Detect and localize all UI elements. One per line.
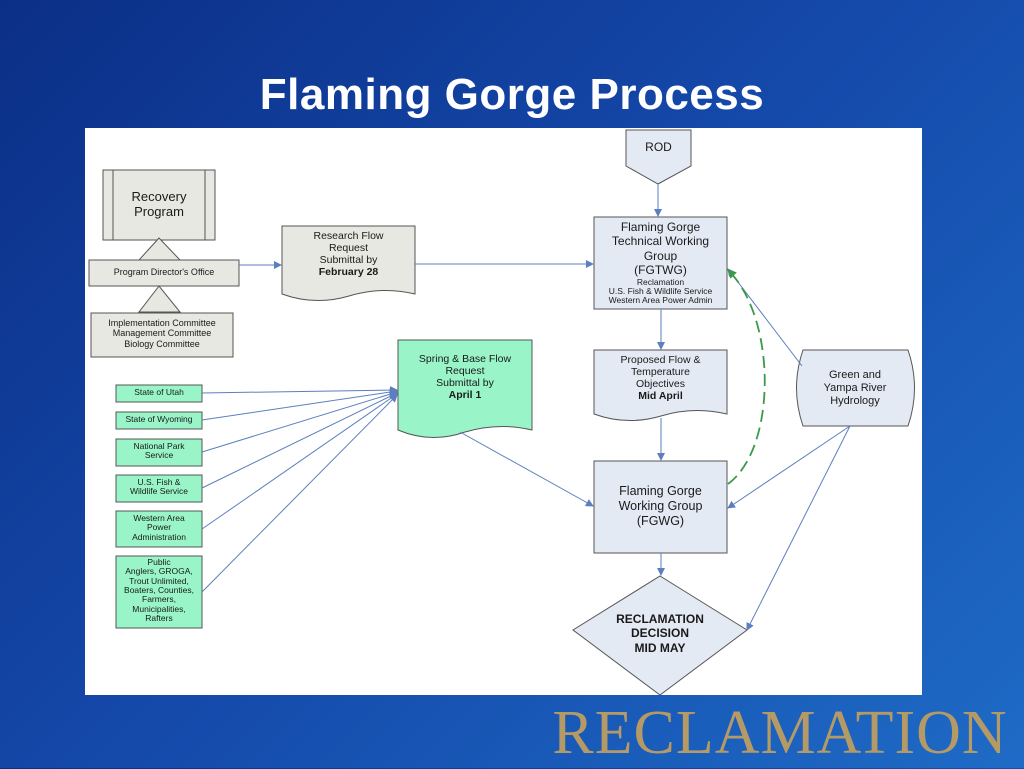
stakeholder-box [115, 411, 203, 430]
research-flow-label: Research Flow Request Submittal by Febru… [282, 230, 415, 278]
text-line: Submittal by [319, 254, 378, 267]
text-line: Objectives [635, 378, 686, 391]
stakeholder-label: State of Utah [134, 387, 184, 397]
text-line: DECISION [630, 626, 689, 641]
text-line: (FGWG) [636, 514, 685, 528]
text-line: Group [643, 248, 678, 263]
stakeholder-box [115, 555, 203, 629]
committees-box [90, 312, 234, 358]
feedback-dashed-arrow [727, 269, 766, 485]
text-line: Anglers, GROGA, [125, 566, 193, 577]
stakeholder-label: State of Wyoming [125, 414, 193, 424]
flowchart-shapes [88, 129, 915, 695]
slide-title: Flaming Gorge Process [259, 70, 765, 119]
text-line: Submittal by [436, 377, 494, 390]
spring-base-flow-label: Spring & Base Flow Request Submittal by … [398, 353, 532, 401]
fgtwg-member: Western Area Power Admin [608, 295, 713, 306]
text-line: Wildlife Service [129, 486, 189, 497]
text-line: Rafters [145, 613, 173, 624]
stakeholder-label: National Park Service [116, 441, 202, 461]
stakeholder-label: U.S. Fish & Wildlife Service [116, 477, 202, 497]
text-line: National Park [133, 441, 185, 451]
proposed-flow-date: Mid April [638, 390, 683, 403]
hydrology-shape [796, 349, 915, 427]
committee-label: Management Committee [112, 328, 212, 339]
text-line: Green and [829, 369, 881, 381]
decision-label: RECLAMATION DECISION MID MAY [590, 612, 730, 655]
flowchart-diagram: Recovery Program Program Director's Offi… [85, 128, 922, 695]
text-line: Power [146, 522, 172, 533]
research-flow-date: February 28 [318, 266, 379, 279]
committee-label: Implementation Committee [108, 318, 216, 328]
connector-triangle [137, 285, 182, 313]
text-line: Temperature [631, 366, 690, 379]
text-line: Spring & Base Flow [418, 353, 512, 365]
text-line: Municipalities, [132, 603, 186, 614]
fgwg-label: Flaming Gorge Working Group (FGWG) [594, 484, 727, 529]
text-line: U.S. Fish & [137, 477, 181, 487]
text-line: Research Flow [313, 230, 384, 242]
committees-list: Implementation Committee Management Comm… [91, 318, 233, 349]
text-line: Western Area [133, 513, 185, 523]
text-line: MID MAY [634, 640, 686, 655]
stakeholder-box [115, 474, 203, 503]
fgtwg-member: U.S. Fish & Wildlife Service [608, 285, 713, 296]
fgwg-box [593, 460, 728, 554]
text-line: Boaters, Counties, [124, 585, 194, 596]
program-directors-office-box [88, 259, 240, 287]
recovery-program-box [102, 169, 216, 241]
fgtwg-label: Flaming Gorge Technical Working Group (F… [594, 220, 727, 306]
stakeholder-label: Western Area Power Administration [116, 513, 202, 542]
text-line: Flaming Gorge [620, 220, 701, 234]
text-line: Service [144, 450, 174, 461]
committee-label: Biology Committee [124, 338, 200, 349]
spring-base-flow-date: April 1 [448, 389, 482, 402]
connector-triangle [137, 237, 182, 261]
proposed-flow-label: Proposed Flow & Temperature Objectives M… [594, 354, 727, 402]
rod-label: ROD [645, 140, 672, 154]
text-line: Flaming Gorge [619, 484, 702, 498]
text-line: Working Group [618, 499, 703, 513]
text-line: Yampa River [823, 382, 887, 395]
text-line: Request [328, 242, 369, 255]
stakeholder-label: Public Anglers, GROGA, Trout Unlimited, … [116, 557, 202, 624]
text-line: Technical Working [611, 234, 710, 249]
recovery-program-label: Recovery Program [131, 189, 187, 219]
text-line: RECLAMATION [616, 612, 704, 626]
research-flow-document [281, 225, 416, 302]
stakeholder-box [115, 384, 203, 403]
text-line: (FGTWG) [634, 263, 687, 278]
flow-arrows [201, 184, 851, 631]
stakeholder-box [115, 438, 203, 467]
hydrology-label: Green and Yampa River Hydrology [797, 369, 913, 409]
stakeholder-box [115, 510, 203, 548]
rod-shape [625, 129, 692, 185]
text-line: Proposed Flow & [620, 354, 701, 366]
text-line: Farmers, [142, 594, 176, 605]
decision-diamond [572, 575, 748, 695]
proposed-flow-document [593, 349, 728, 422]
text-line: Trout Unlimited, [129, 575, 189, 586]
fgtwg-member: Reclamation [636, 276, 685, 287]
program-directors-office-label: Program Director's Office [113, 267, 215, 277]
text-line: Public [147, 557, 171, 567]
text-line: Administration [132, 531, 186, 542]
text-line: Request [445, 365, 485, 378]
spring-base-flow-document [397, 339, 533, 439]
text-line: Hydrology [830, 395, 880, 408]
reclamation-logo: RECLAMATION [552, 699, 1008, 767]
